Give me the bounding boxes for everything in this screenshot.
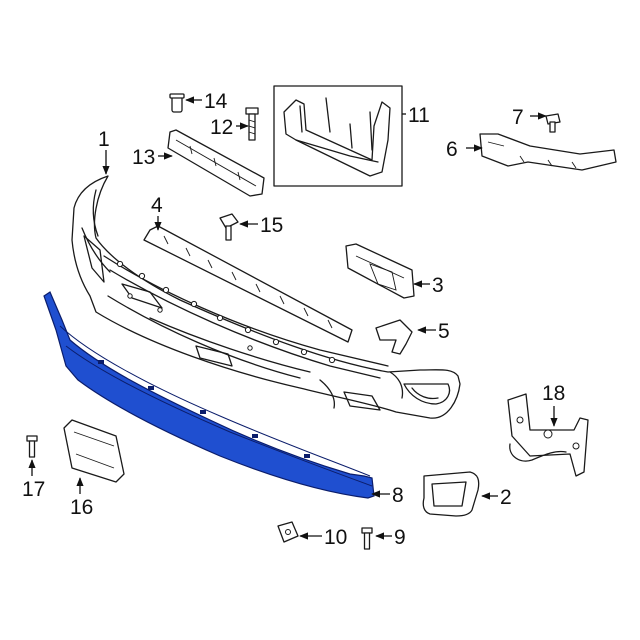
callout-17: 17: [22, 478, 45, 501]
callout-3: 3: [432, 274, 444, 297]
part-5-small-bracket[interactable]: [375, 319, 413, 355]
callout-16: 16: [70, 496, 93, 519]
callout-15: 15: [260, 214, 283, 237]
part-11-bracket-inset[interactable]: [273, 85, 403, 187]
callout-10: 10: [324, 526, 347, 549]
part-12-bolt[interactable]: [245, 107, 259, 141]
callout-12: 12: [210, 116, 233, 139]
leader-lines: [28, 96, 558, 540]
part-14-clip[interactable]: [169, 93, 185, 113]
callout-8: 8: [392, 484, 404, 507]
part-15-screw[interactable]: [219, 213, 239, 241]
part-1-bumper-cover[interactable]: [71, 175, 461, 419]
part-17-bolt[interactable]: [26, 435, 38, 458]
callout-4: 4: [151, 194, 163, 217]
callout-1: 1: [98, 128, 110, 151]
callout-labels: 1 2 3 4 5 6 7 8 9 10 11 12 13 14 15 16 1…: [22, 90, 565, 549]
part-9-bolt[interactable]: [361, 527, 373, 550]
part-8-lower-valance[interactable]: [43, 291, 375, 499]
callout-14: 14: [204, 90, 228, 113]
part-7-push-pin[interactable]: [545, 113, 561, 133]
callout-7: 7: [512, 106, 524, 129]
callout-6: 6: [446, 138, 458, 161]
part-6-side-bracket[interactable]: [479, 133, 617, 171]
part-2-fog-lamp-bezel[interactable]: [422, 471, 480, 517]
callout-2: 2: [500, 486, 512, 509]
part-16-plate[interactable]: [63, 419, 125, 483]
callout-18: 18: [542, 382, 565, 405]
callout-5: 5: [438, 320, 450, 343]
part-3-bracket[interactable]: [345, 243, 415, 299]
callout-9: 9: [394, 526, 406, 549]
part-13-upper-bracket[interactable]: [167, 129, 265, 197]
part-10-clip-nut[interactable]: [277, 521, 299, 543]
callout-11: 11: [408, 104, 430, 127]
part-18-mounting-bracket[interactable]: [507, 393, 589, 477]
callout-13: 13: [132, 146, 155, 169]
